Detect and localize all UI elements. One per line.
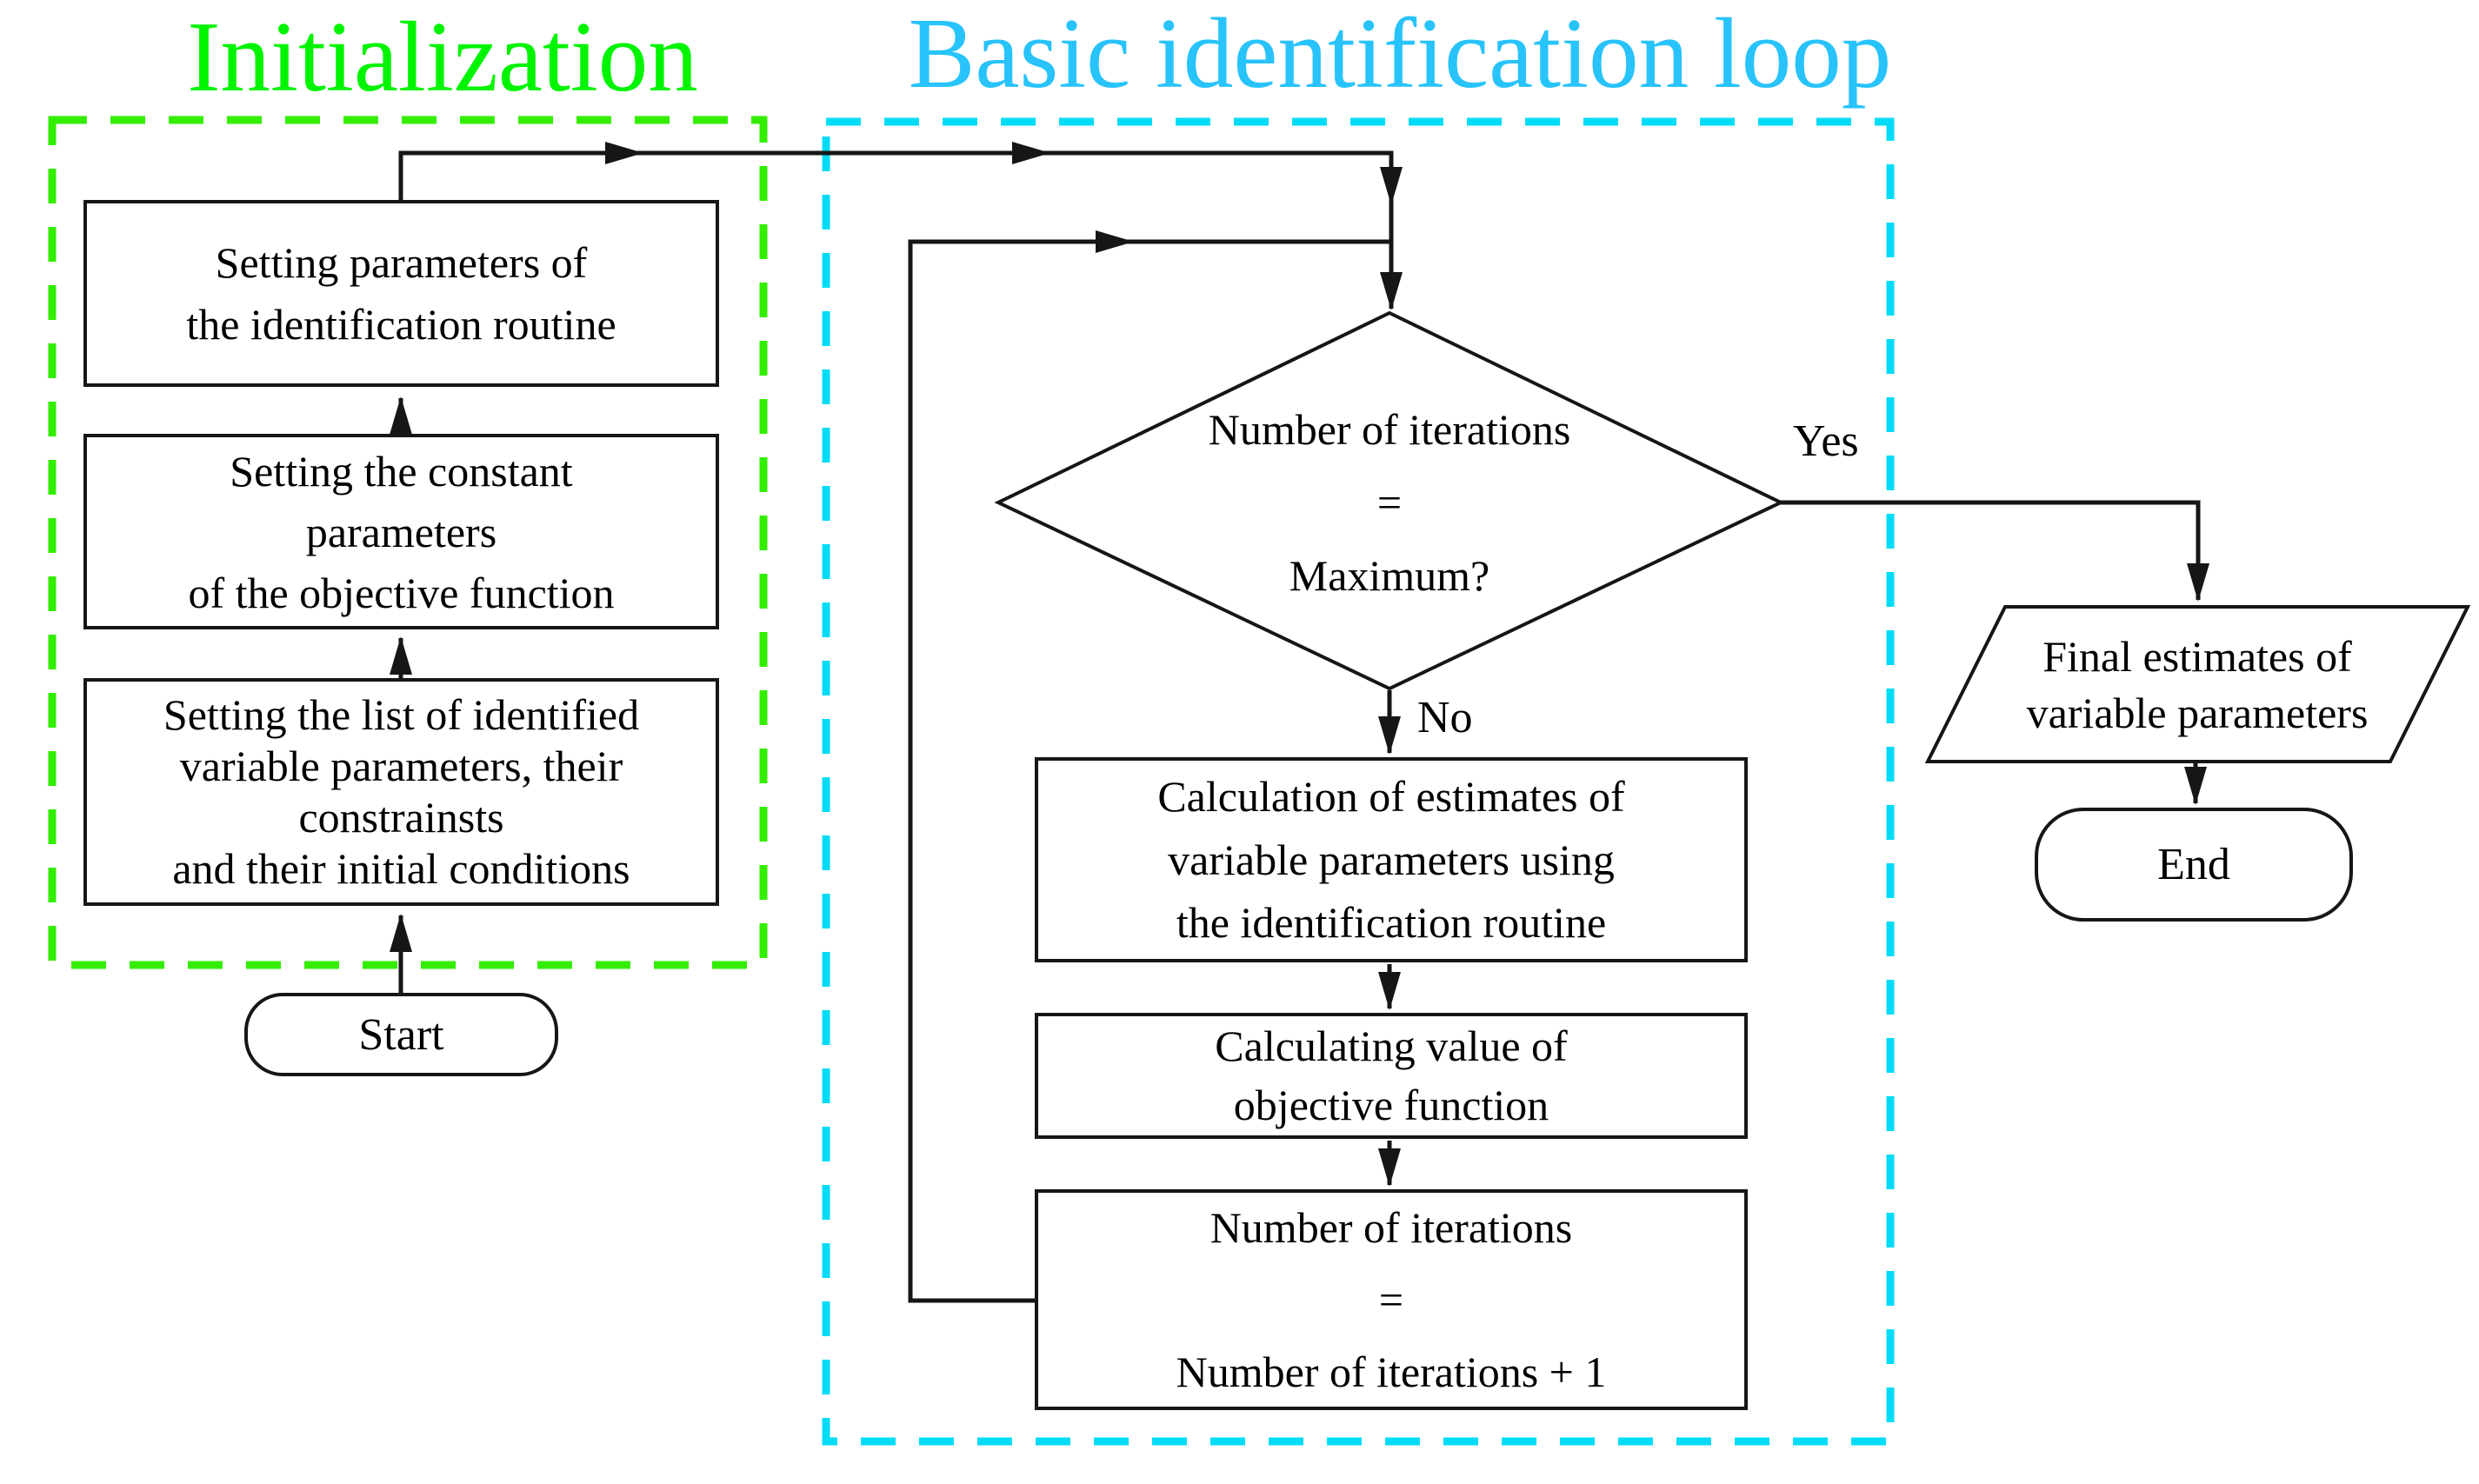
process-increment-iterations: Number of iterations = Number of iterati… [1035,1189,1748,1410]
initialization-title: Initialization [187,2,698,112]
basic-loop-group-border [822,117,1895,1446]
process-calc-estimates: Calculation of estimates of variable par… [1035,757,1748,962]
process-setting-constant-parameters: Setting the constant parameters of the o… [83,434,719,629]
initialization-group-border [48,116,768,969]
no-branch-label: No [1417,693,1473,742]
arrow-yes-branch [1779,500,2209,602]
process-setting-variable-list: Setting the list of identified variable … [83,678,719,906]
decision-diamond-shape [994,310,1785,691]
start-terminal: Start [244,993,558,1076]
arrow-init-exit-segment3 [1049,150,1403,205]
final-estimates-parallelogram-shape [1924,605,2471,763]
end-terminal: End [2035,808,2353,922]
process-setting-routine-parameters: Setting parameters of the identification… [83,200,719,387]
arrow-init-exit-segment1 [398,142,643,202]
yes-branch-label: Yes [1793,416,1859,466]
basic-loop-title: Basic identification loop [908,0,1892,109]
arrow-feedback-loop [908,230,1134,1303]
process-calc-objective-value: Calculating value of objective function [1035,1013,1748,1139]
